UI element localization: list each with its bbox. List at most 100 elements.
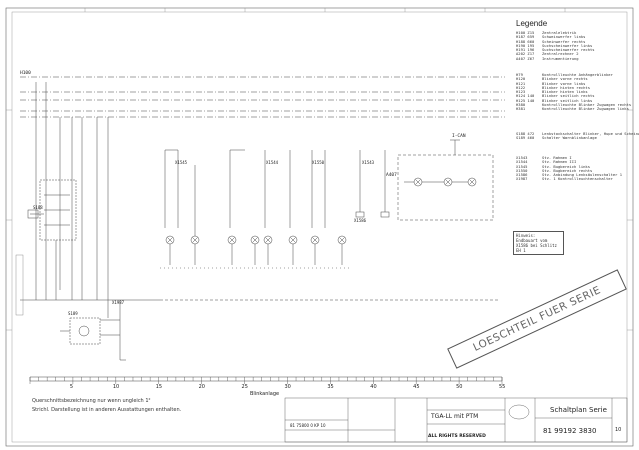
- ruler-tick-label: 55: [499, 384, 506, 390]
- legend-description: Kontrollleuchte Anhängerblinker: [542, 72, 613, 77]
- legend-code: S188 472: [516, 131, 535, 136]
- legend-row: H187 659 Schweinwerfer links: [516, 34, 595, 40]
- legend-code: X1545: [516, 163, 528, 169]
- product-name: TGA-LL mit PTM: [431, 413, 479, 420]
- legend-description: Instrumentierung: [542, 55, 579, 61]
- ruler-tick-label: 10: [112, 384, 120, 390]
- legend-description: Suchscheinwerfer rechts: [542, 47, 595, 53]
- legend-code: H121: [516, 80, 526, 86]
- legend-description: Suchscheinwerfer links: [542, 42, 593, 48]
- legend-code: H122: [516, 84, 526, 90]
- legend-code: X1586: [516, 172, 528, 178]
- drawing-id: 81 75800 0 KP 10: [290, 423, 326, 428]
- legend-code: H187 659: [516, 34, 535, 40]
- legend-row: H124 140 Blinker seitlich rechts: [516, 93, 631, 99]
- legend-description: Blinker vorne rechts: [542, 76, 588, 82]
- legend-code: H123: [516, 89, 526, 95]
- label-a407: A407: [386, 173, 397, 178]
- legend-row: H123 Blinker hinten links: [516, 89, 631, 95]
- label-x1545: X1545: [175, 160, 188, 165]
- legend-code: S189 460: [516, 135, 535, 141]
- legend-row: H191 196 Suchscheinwerfer rechts: [516, 47, 595, 53]
- legend-code: H381: [516, 106, 526, 112]
- legend-description: Zentralrechner 2: [542, 51, 579, 57]
- legend-row: X1545 Stv. Bugbereich links: [516, 163, 622, 169]
- ruler-label: Blinkanlage: [250, 391, 280, 397]
- legend-row: S188 472 Lenkstockschalter Blinker, Hupe …: [516, 131, 639, 136]
- label-ican: I-CAN: [452, 134, 466, 139]
- legend-description: Blinker seitlich rechts: [542, 93, 595, 99]
- ruler-tick-label: 25: [241, 384, 248, 390]
- legend-description: Blinker hinten links: [542, 89, 588, 95]
- ruler-tick-label: 15: [155, 384, 163, 390]
- legend-code: H191 196: [516, 47, 535, 53]
- label-x1543: X1543: [362, 160, 375, 165]
- legend-description: Stv. Bugbereich rechts: [542, 167, 593, 173]
- legend-row: X1544 Stv. Rahmen III: [516, 159, 622, 165]
- legend-row: H120 Blinker vorne rechts: [516, 76, 631, 82]
- label-x1987: X1987: [112, 300, 125, 305]
- ruler-tick-label: 30: [284, 384, 291, 390]
- legend-row: X1987 Stv. 1 Kontrollleuchtenschalter: [516, 176, 622, 182]
- label-s189: S189: [68, 311, 78, 316]
- legend-description: Stv. Rahmen III: [542, 159, 577, 165]
- legend-description: Kontrollleuchte Blinker Zugwagen links: [542, 106, 629, 112]
- ruler-tick-label: 40: [370, 384, 377, 390]
- ruler-tick-label: 50: [456, 384, 463, 390]
- legend-code: H125 140: [516, 97, 535, 103]
- ruler-tick-label: 20: [198, 384, 205, 390]
- copyright: ALL RIGHTS RESERVED: [428, 434, 486, 439]
- legend-description: Lenkstockschalter Blinker, Hupe und Sche…: [542, 131, 639, 136]
- legend-code: H190 195: [516, 42, 535, 48]
- legend-code: A202 Z17: [516, 51, 535, 57]
- legend-row: S189 460 Schalter Warnblinkanlage: [516, 135, 639, 141]
- legend-description: Zentralelektrik: [542, 30, 577, 35]
- legend-code: H100 Z15: [516, 30, 535, 35]
- sheet-number: 10: [615, 427, 622, 433]
- legend-description: Stv. Bugbereich links: [542, 163, 591, 169]
- label-h100: H100: [20, 71, 31, 76]
- legend-code: H124 140: [516, 93, 535, 99]
- label-x1586: X1586: [354, 218, 367, 223]
- legend-row: H381 Kontrollleuchte Blinker Zugwagen lin…: [516, 106, 631, 112]
- legend-description: Blinker hinten rechts: [542, 84, 591, 90]
- legend-code: H120: [516, 76, 526, 82]
- ruler-tick-label: 5: [69, 384, 74, 390]
- legend-code: X1987: [516, 176, 528, 182]
- label-s188: S188: [33, 205, 43, 210]
- legend-code: H188 660: [516, 38, 535, 44]
- label-x1550: X1550: [312, 160, 325, 165]
- legend-row: X1550 Stv. Bugbereich rechts: [516, 167, 622, 173]
- legend-row: H79 Kontrollleuchte Anhängerblinker: [516, 72, 631, 77]
- legend-description: Blinker seitlich links: [542, 97, 593, 103]
- legend-code: H79: [516, 72, 523, 77]
- legend-row: H122 Blinker hinten rechts: [516, 84, 631, 90]
- plan-title: Schaltplan Serie: [550, 406, 607, 414]
- legend-code: X1544: [516, 159, 528, 165]
- doc-number: 81 99192 3830: [543, 427, 597, 435]
- note-line-1: Endbauart vom: [516, 238, 548, 243]
- legend-code: H380: [516, 102, 526, 108]
- footnote-2: Strichl. Darstellung ist in anderen Auss…: [32, 407, 182, 413]
- legend-code: X1550: [516, 167, 528, 173]
- note-box: Hinweis: Endbauart vom X1586 bei Schlitz…: [513, 231, 564, 255]
- legend-description: Schweinwerfer links: [542, 34, 586, 40]
- note-title: Hinweis:: [516, 233, 536, 238]
- legend-description: Stv. 1 Kontrollleuchtenschalter: [542, 176, 613, 182]
- legend-row: H188 660 Scheinwerfer rechts: [516, 38, 595, 44]
- legend-description: Scheinwerfer rechts: [542, 38, 586, 44]
- legend-description: Blinker vorne links: [542, 80, 586, 86]
- legend-row: H100 Z15 Zentralelektrik: [516, 30, 595, 35]
- legend-row: H380 Kontrollleuchte Blinker Zugwagen rec…: [516, 102, 632, 108]
- legend-description: Kontrollleuchte Blinker Zugwagen rechts: [542, 102, 632, 108]
- legend-description: Schalter Warnblinkanlage: [542, 135, 597, 141]
- legend-row: H125 140 Blinker seitlich links: [516, 97, 631, 103]
- ruler-tick-label: 35: [327, 384, 334, 390]
- note-line-2: X1586 bei Schlitz EH 1: [516, 243, 557, 253]
- footnote-1: Querschnittsbezeichnung nur wenn ungleic…: [32, 398, 151, 404]
